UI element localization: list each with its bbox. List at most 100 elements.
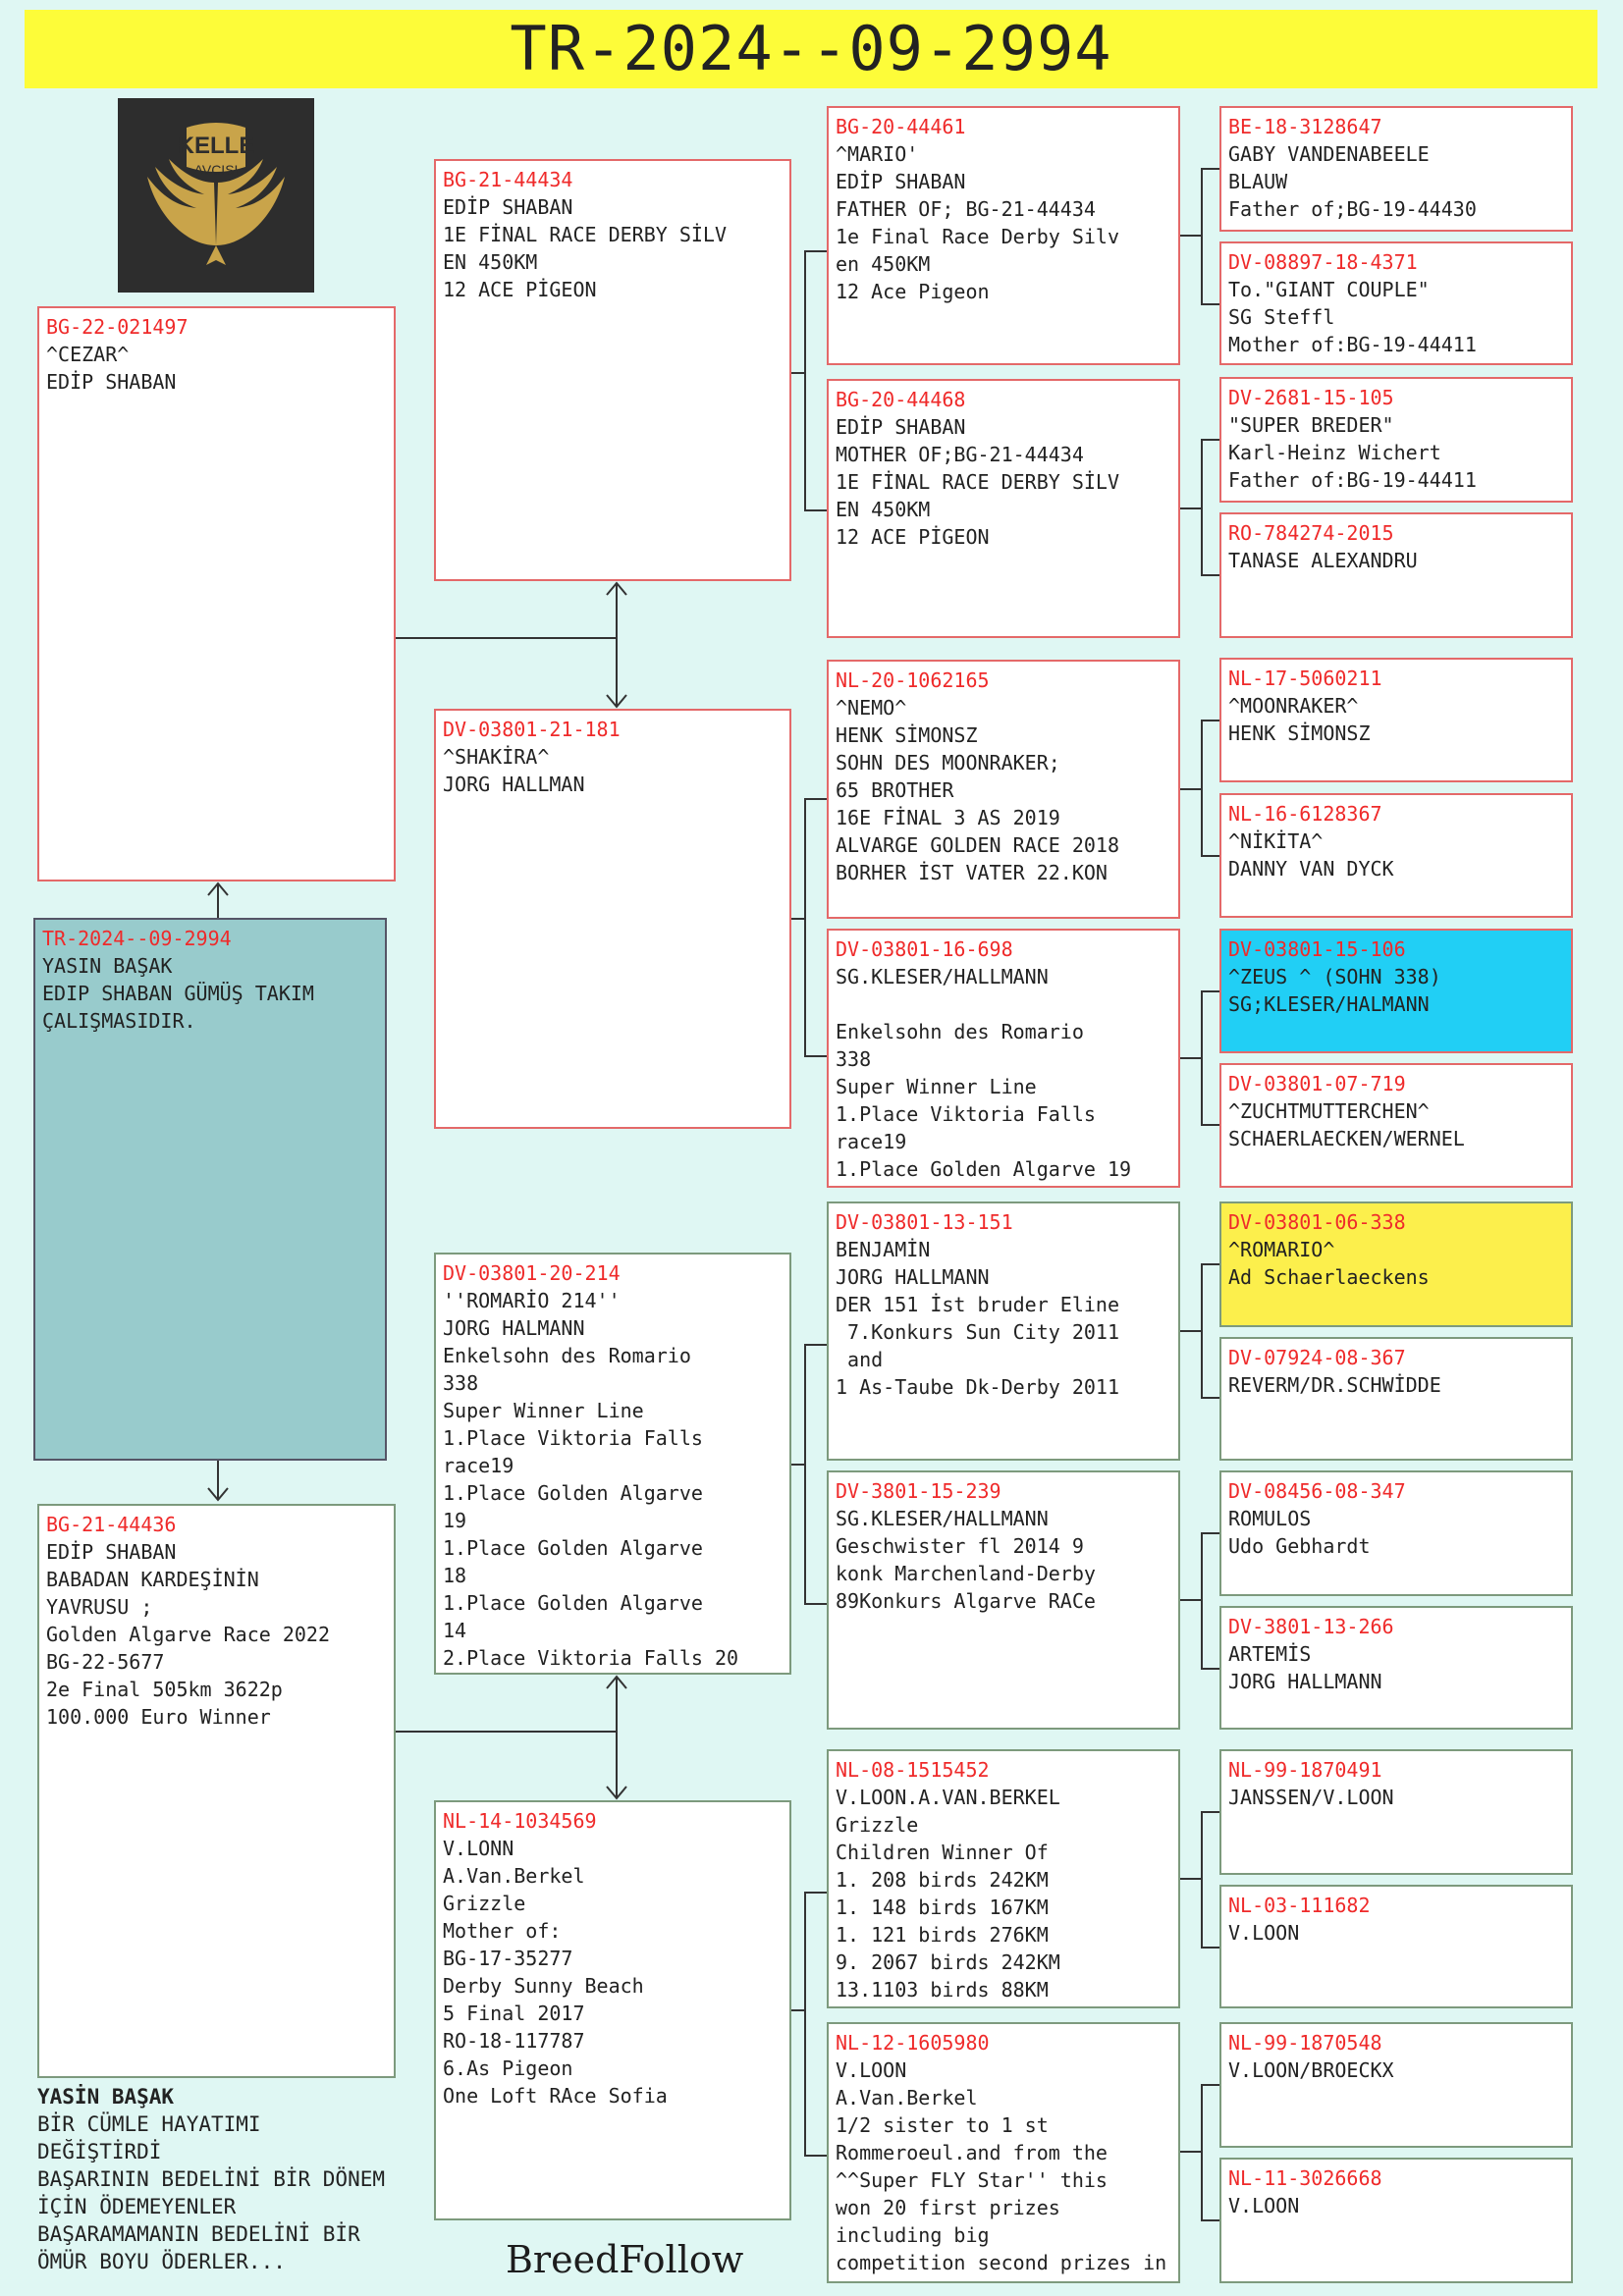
card-text-line: EDİP SHABAN xyxy=(46,370,177,394)
card-text-line: BG-22-5677 xyxy=(46,1650,165,1674)
card-sire[interactable]: BG-22-021497^CEZAR^EDİP SHABAN xyxy=(37,306,396,881)
ring-number: DV-07924-08-367 xyxy=(1228,1346,1406,1369)
card-text-line: Geschwister fl 2014 9 xyxy=(836,1534,1084,1558)
card-sdds[interactable]: DV-03801-15-106^ZEUS ^ (SOHN 338)SG;KLES… xyxy=(1219,929,1573,1053)
card-text-line: 1.Place Golden Algarve xyxy=(443,1536,703,1560)
card-text-line: A.Van.Berkel xyxy=(443,1864,585,1888)
ring-number: DV-03801-21-181 xyxy=(443,718,621,741)
card-text-line: EDIP SHABAN GÜMÜŞ TAKIM xyxy=(42,982,314,1005)
ring-number: DV-3801-15-239 xyxy=(836,1479,1001,1503)
kelle-avcisi-logo: KELLE AVCISI xyxy=(118,98,314,293)
card-text-line: RO-18-117787 xyxy=(443,2029,585,2053)
card-text-line: Udo Gebhardt xyxy=(1228,1534,1371,1558)
card-text-line: EDİP SHABAN xyxy=(443,195,573,219)
card-text-line: Children Winner Of xyxy=(836,1841,1049,1864)
card-dsss[interactable]: DV-03801-06-338^ROMARIO^Ad Schaerlaecken… xyxy=(1219,1201,1573,1327)
card-text-line: ^ZUCHTMUTTERCHEN^ xyxy=(1228,1099,1430,1123)
card-text-line: ÇALIŞMASIDIR. xyxy=(42,1009,196,1033)
card-text-line: 1.Place Golden Algarve xyxy=(443,1591,703,1615)
card-text-line: SG.KLESER/HALLMANN xyxy=(836,965,1049,988)
card-text-line: HENK SİMONSZ xyxy=(1228,721,1371,745)
card-text-line: BG-17-35277 xyxy=(443,1947,573,1970)
card-sire-dam[interactable]: DV-03801-21-181^SHAKİRA^JORG HALLMAN xyxy=(434,709,791,1129)
card-sdsd[interactable]: NL-16-6128367^NİKİTA^DANNY VAN DYCK xyxy=(1219,793,1573,918)
card-dam-sire[interactable]: DV-03801-20-214''ROMARİO 214''JORG HALMA… xyxy=(434,1253,791,1675)
card-text-line: Karl-Heinz Wichert xyxy=(1228,441,1441,464)
card-text-line: SOHN DES MOONRAKER; xyxy=(836,751,1060,774)
card-text-line: ^^Super FLY Star'' this xyxy=(836,2168,1108,2192)
ring-number: DV-03801-07-719 xyxy=(1228,1072,1406,1095)
card-text-line: 1. 121 birds 276KM xyxy=(836,1923,1049,1947)
card-sdss[interactable]: NL-17-5060211^MOONRAKER^HENK SİMONSZ xyxy=(1219,658,1573,782)
motto-line: BAŞARAMAMANIN BEDELİNİ BİR xyxy=(37,2222,360,2246)
card-text-line: Enkelsohn des Romario xyxy=(836,1020,1084,1043)
card-text-line: HENK SİMONSZ xyxy=(836,723,978,747)
card-text-line: DANNY VAN DYCK xyxy=(1228,857,1394,881)
card-text-line: Mother of:BG-19-44411 xyxy=(1228,333,1477,356)
card-text-line: 1. 148 birds 167KM xyxy=(836,1896,1049,1919)
card-text-line: en 450KM xyxy=(836,252,931,276)
card-text-line xyxy=(836,990,1171,1018)
card-text-line: 6.As Pigeon xyxy=(443,2056,573,2080)
card-text-line: BLAUW xyxy=(1228,170,1288,193)
card-text-line: Grizzle xyxy=(443,1892,526,1915)
card-text-line: V.LOON/BROECKX xyxy=(1228,2058,1394,2082)
card-text-line: V.LONN xyxy=(443,1837,514,1860)
motto-line: DEĞİŞTİRDİ xyxy=(37,2140,162,2163)
card-text-line: BABADAN KARDEŞİNİN xyxy=(46,1568,259,1591)
card-text-line: A.Van.Berkel xyxy=(836,2086,978,2109)
card-sddd[interactable]: DV-03801-07-719^ZUCHTMUTTERCHEN^SCHAERLA… xyxy=(1219,1063,1573,1188)
ring-number: BG-21-44434 xyxy=(443,168,573,191)
card-text-line: 338 xyxy=(443,1371,479,1395)
card-text-line: ^CEZAR^ xyxy=(46,343,130,366)
card-text-line: Father of:BG-19-44411 xyxy=(1228,468,1477,492)
card-text-line: Father of;BG-19-44430 xyxy=(1228,197,1477,221)
card-text-line: 19 xyxy=(443,1509,467,1532)
card-text-line: 18 xyxy=(443,1564,467,1587)
card-text-line: ^ZEUS ^ (SOHN 338) xyxy=(1228,965,1441,988)
ring-number: NL-99-1870491 xyxy=(1228,1758,1382,1782)
card-text-line: Enkelsohn des Romario xyxy=(443,1344,691,1367)
card-text-line: JORG HALMANN xyxy=(443,1316,585,1340)
card-text-line: GABY VANDENABEELE xyxy=(1228,142,1430,166)
motto-line: ÖMÜR BOYU ÖDERLER... xyxy=(37,2250,286,2273)
logo-word-kelle: KELLE xyxy=(178,133,255,159)
card-text-line: 12 ACE PİGEON xyxy=(443,278,597,301)
card-text-line: 2e Final 505km 3622p xyxy=(46,1678,283,1701)
card-text-line: race19 xyxy=(443,1454,514,1477)
card-text-line: SG Steffl xyxy=(1228,305,1335,329)
winged-emblem-icon: KELLE AVCISI xyxy=(147,123,285,265)
card-text-line: EN 450KM xyxy=(836,498,931,521)
card-text-line: One Loft RAce Sofia xyxy=(443,2084,668,2108)
card-text-line: Ad Schaerlaeckens xyxy=(1228,1265,1430,1289)
card-text-line: JANSSEN/V.LOON xyxy=(1228,1786,1394,1809)
motto-author: YASİN BAŞAK xyxy=(37,2085,175,2109)
card-text-line: 1e Final Race Derby Silv xyxy=(836,225,1119,248)
logo-word-avcisi: AVCISI xyxy=(194,162,239,178)
card-text-line: TANASE ALEXANDRU xyxy=(1228,549,1418,572)
card-ssds[interactable]: DV-2681-15-105"SUPER BREDER"Karl-Heinz W… xyxy=(1219,377,1573,503)
card-text-line: 1E FİNAL RACE DERBY SİLV xyxy=(443,223,727,246)
